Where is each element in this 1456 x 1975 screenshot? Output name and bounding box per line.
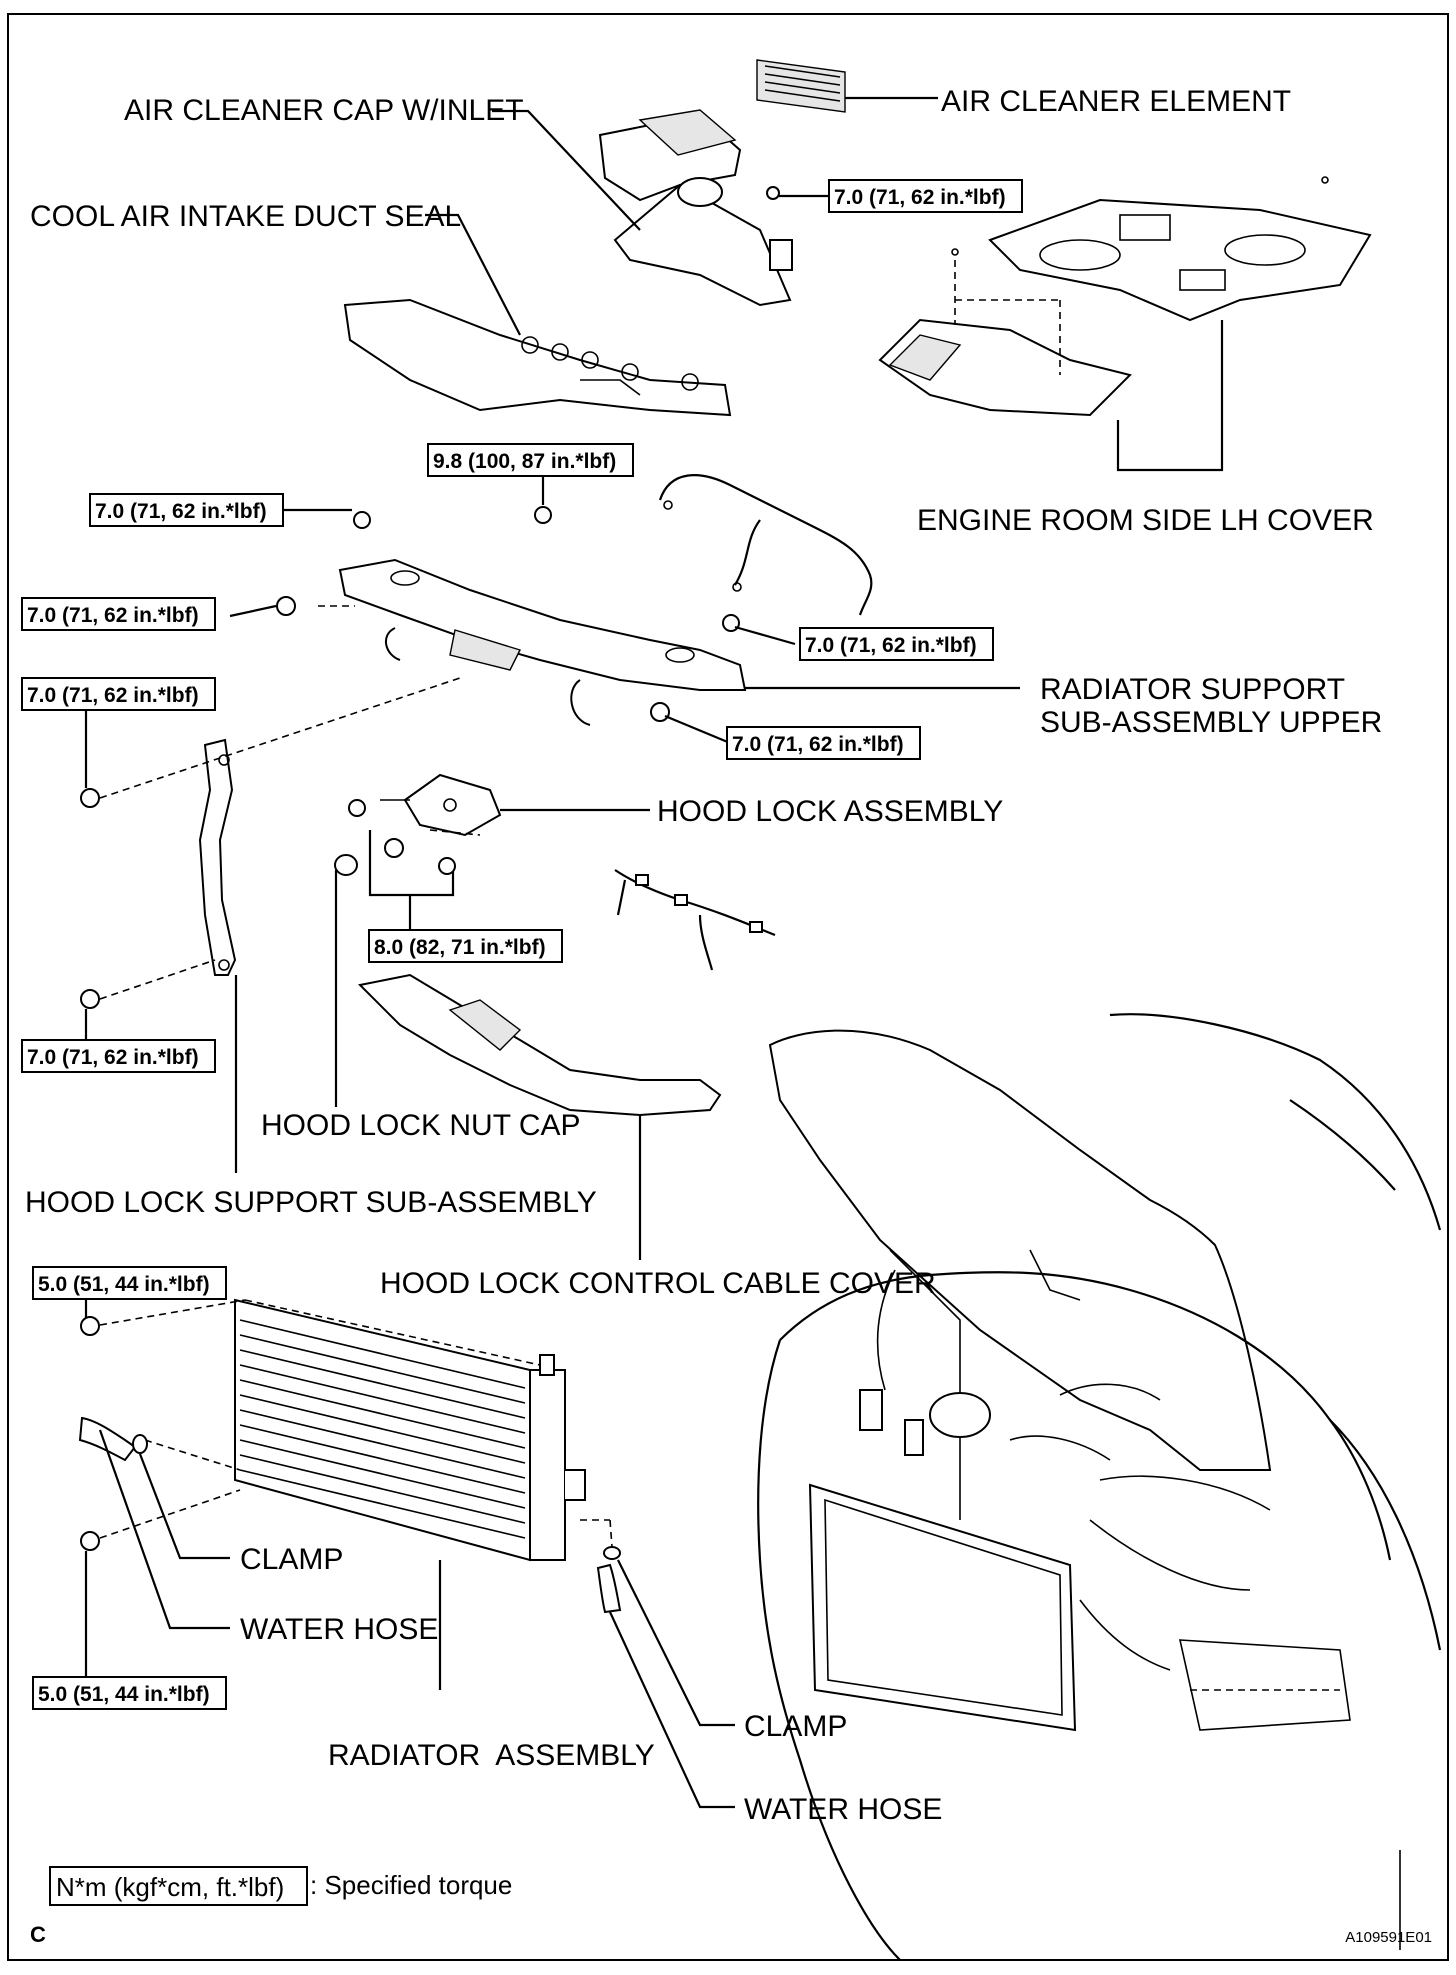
label-hood-lock-cable-cover: HOOD LOCK CONTROL CABLE COVER <box>380 1267 936 1300</box>
label-water-hose-right: WATER HOSE <box>744 1793 942 1826</box>
hood-lock-support-illustration <box>198 738 237 976</box>
leader-clamp-right <box>617 1559 735 1727</box>
torque-value-3: 7.0 (71, 62 in.*lbf) <box>27 604 199 627</box>
torque-value-6: 7.0 (71, 62 in.*lbf) <box>732 733 904 756</box>
radiator-support-upper-illustration <box>338 558 747 726</box>
legend-unit-box <box>49 1866 308 1906</box>
label-clamp-left: CLAMP <box>240 1543 343 1576</box>
hood-lock-cable-cover-illustration <box>357 973 722 1117</box>
diagram-border <box>7 13 1449 1961</box>
leader-engine-room-cover <box>1116 320 1224 472</box>
label-clamp-right: CLAMP <box>744 1710 847 1743</box>
air-cleaner-element-illustration <box>756 59 846 113</box>
air-cleaner-cap-illustration <box>598 109 793 307</box>
torque-box-1: 7.0 (71, 62 in.*lbf) <box>89 493 284 527</box>
torque-leaders <box>84 194 829 1690</box>
wire-harness-upper-illustration <box>658 474 873 616</box>
torque-value-2: 9.8 (100, 87 in.*lbf) <box>433 450 616 473</box>
hood-lock-bolts <box>348 799 456 875</box>
radiator-bolt-top <box>80 1316 100 1336</box>
legend-unit-text: N*m (kgf*cm, ft.*lbf) <box>56 1872 284 1902</box>
leader-water-hose-left <box>98 1429 230 1630</box>
left-water-hose-illustration <box>78 1416 148 1462</box>
label-radiator-support-line2: SUB-ASSEMBLY UPPER <box>1040 706 1382 739</box>
wire-harness-middle-illustration <box>614 869 776 971</box>
torque-value-5: 7.0 (71, 62 in.*lbf) <box>27 684 199 707</box>
radiator-assembly-illustration <box>234 1298 586 1562</box>
torque-box-11: 5.0 (51, 44 in.*lbf) <box>32 1676 227 1710</box>
leader-water-hose-right <box>609 1611 735 1809</box>
torque-value-9: 7.0 (71, 62 in.*lbf) <box>27 1046 199 1069</box>
label-engine-room-cover: ENGINE ROOM SIDE LH COVER <box>917 504 1374 537</box>
vehicle-front-illustration <box>757 1013 1442 1961</box>
left-bolts <box>80 186 780 1009</box>
torque-box-6: 7.0 (71, 62 in.*lbf) <box>726 726 921 760</box>
torque-box-3: 7.0 (71, 62 in.*lbf) <box>21 597 216 631</box>
label-radiator-assembly: RADIATOR ASSEMBLY <box>328 1739 655 1772</box>
label-hood-lock-support: HOOD LOCK SUPPORT SUB-ASSEMBLY <box>25 1186 597 1219</box>
leader-air-cleaner-cap <box>492 109 641 231</box>
torque-value-8: 8.0 (82, 71 in.*lbf) <box>374 936 546 959</box>
hood-lock-assembly-illustration <box>380 773 502 837</box>
label-hood-lock-nut-cap: HOOD LOCK NUT CAP <box>261 1109 581 1142</box>
leader-cool-air-intake <box>425 213 521 336</box>
torque-value-10: 5.0 (51, 44 in.*lbf) <box>38 1273 210 1296</box>
legend-description: : Specified torque <box>310 1870 512 1900</box>
torque-value-11: 5.0 (51, 44 in.*lbf) <box>38 1683 210 1706</box>
torque-box-4: 7.0 (71, 62 in.*lbf) <box>799 627 994 661</box>
torque-box-5: 7.0 (71, 62 in.*lbf) <box>21 677 216 711</box>
corner-code-left: C <box>30 1922 46 1947</box>
torque-value-4: 7.0 (71, 62 in.*lbf) <box>805 634 977 657</box>
torque-value-7: 7.0 (71, 62 in.*lbf) <box>834 186 1006 209</box>
torque-box-7: 7.0 (71, 62 in.*lbf) <box>828 179 1023 213</box>
torque-box-10: 5.0 (51, 44 in.*lbf) <box>32 1266 227 1300</box>
cool-air-intake-duct-seal-illustration <box>343 298 732 417</box>
leader-clamp-left <box>138 1453 230 1560</box>
torque-box-2: 9.8 (100, 87 in.*lbf) <box>427 443 634 477</box>
label-water-hose-left: WATER HOSE <box>240 1613 438 1646</box>
label-air-cleaner-cap: AIR CLEANER CAP W/INLET <box>124 94 524 127</box>
right-water-hose-illustration <box>580 1519 622 1614</box>
torque-legend: N*m (kgf*cm, ft.*lbf) : Specified torque <box>49 1866 512 1906</box>
label-cool-air-intake: COOL AIR INTAKE DUCT SEAL <box>30 200 461 233</box>
label-air-cleaner-element: AIR CLEANER ELEMENT <box>941 85 1291 118</box>
label-radiator-support-line1: RADIATOR SUPPORT <box>1040 673 1345 706</box>
leader-torque-8 <box>368 830 455 897</box>
radiator-bolt-bottom <box>80 1531 100 1551</box>
torque-value-1: 7.0 (71, 62 in.*lbf) <box>95 500 267 523</box>
hood-lock-nut-cap-illustration <box>334 854 358 876</box>
torque-box-8: 8.0 (82, 71 in.*lbf) <box>368 929 563 963</box>
engine-room-cover-illustration <box>878 176 1372 417</box>
corner-code-right: A109591E01 <box>1345 1929 1432 1946</box>
torque-box-9: 7.0 (71, 62 in.*lbf) <box>21 1039 216 1073</box>
label-hood-lock-assembly: HOOD LOCK ASSEMBLY <box>657 795 1003 828</box>
